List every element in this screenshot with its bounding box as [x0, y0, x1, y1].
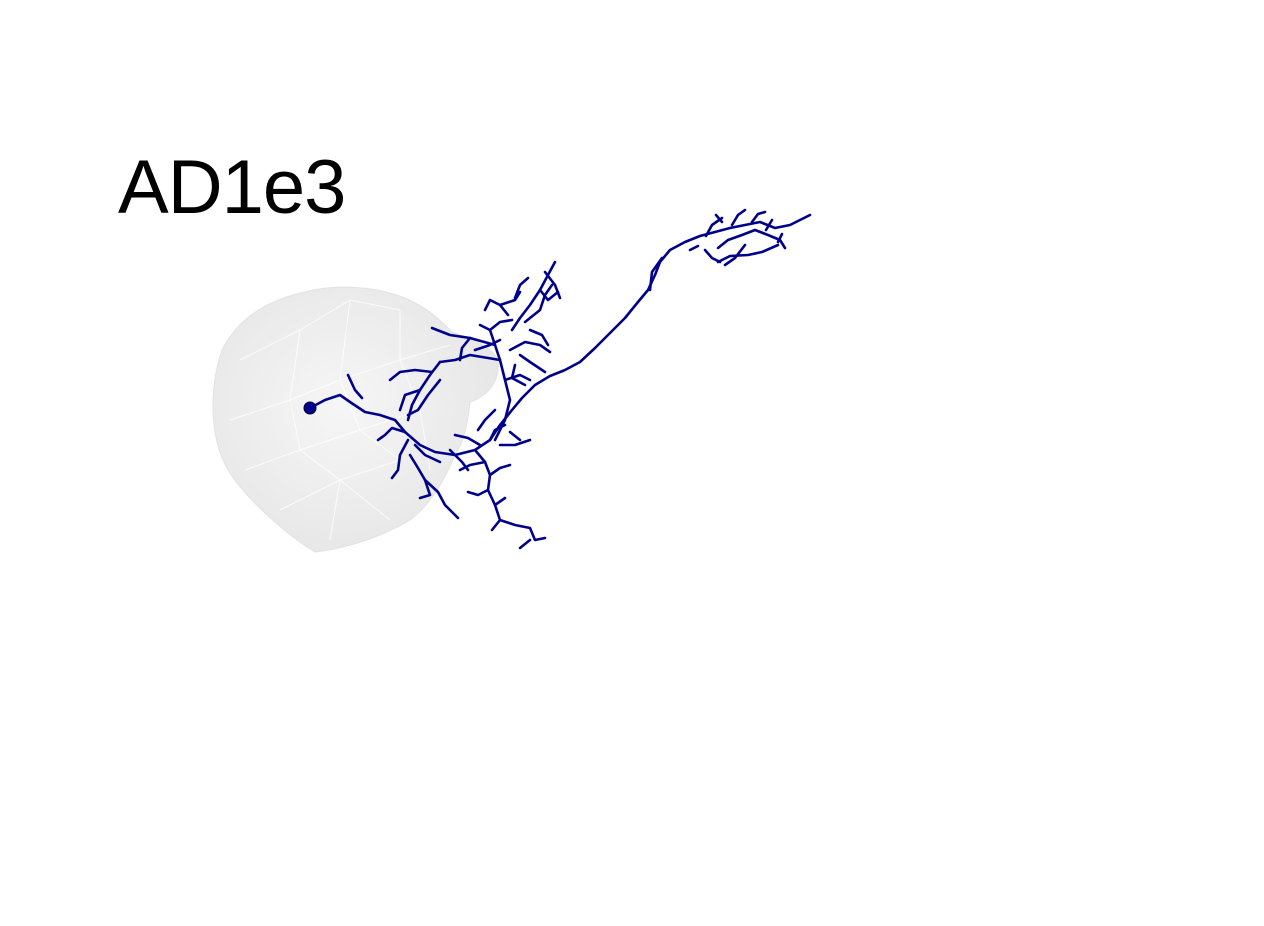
neuron-skeleton — [308, 208, 812, 550]
neuron-name-title: AD1e3 — [118, 145, 346, 230]
brain-mesh — [212, 286, 499, 553]
soma-marker — [303, 401, 317, 415]
mesh-facets — [229, 299, 451, 541]
